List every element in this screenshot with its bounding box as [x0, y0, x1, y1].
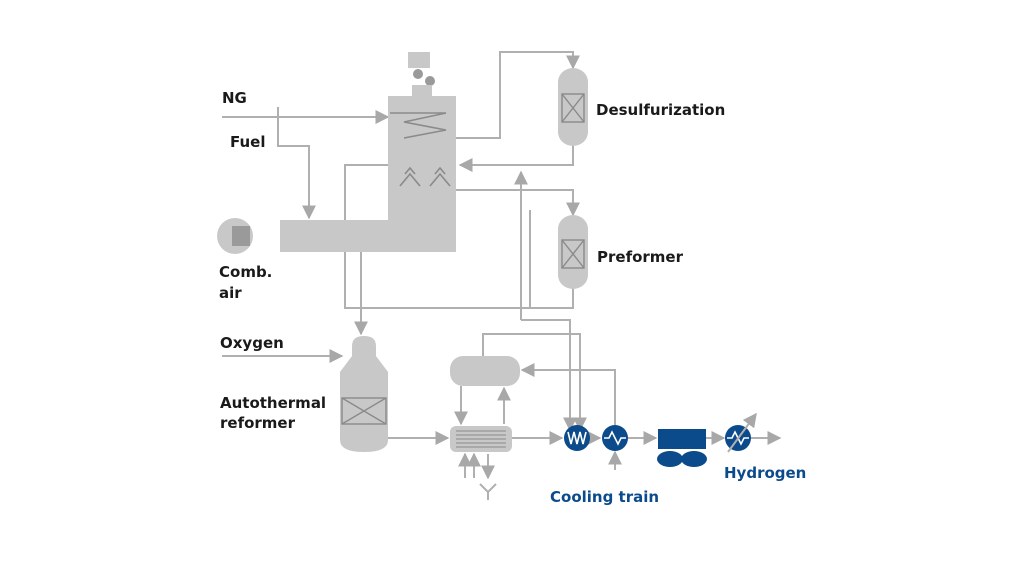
steam-branch-line	[521, 319, 577, 432]
cooler-1-coil-icon	[567, 431, 587, 445]
desulf-bed	[561, 93, 585, 123]
upper-coil	[390, 112, 447, 139]
labels: NG Fuel Comb. air Oxygen Autothermal ref…	[219, 89, 806, 506]
preformer-bed	[561, 239, 585, 269]
label-comb-air-2: air	[219, 284, 242, 302]
preformer-body	[558, 215, 588, 289]
psa-blower-left	[657, 451, 683, 467]
bfw-return-line	[520, 363, 616, 425]
desulf-bed-cross	[561, 93, 585, 123]
waste-heat-boiler	[450, 426, 512, 452]
cooler-2-coil-icon	[604, 430, 626, 446]
preformer-return-line	[529, 210, 574, 309]
hx-vent-y	[479, 483, 497, 500]
heater-to-preformer-line	[456, 189, 580, 217]
desulfurization-vessel	[558, 68, 588, 146]
lower-coil-2	[404, 166, 446, 175]
steam-drum	[450, 356, 520, 386]
drum-top-line	[482, 333, 587, 432]
label-fuel: Fuel	[230, 133, 266, 151]
psa-unit	[657, 429, 707, 467]
label-atr-2: reformer	[220, 414, 296, 432]
stack-top	[408, 52, 430, 68]
stack-fan-2	[425, 76, 435, 86]
cooling-train	[564, 425, 628, 451]
fired-heater	[217, 52, 456, 254]
label-hydrogen: Hydrogen	[724, 464, 806, 482]
cooler-3-diagonal-arrow	[727, 412, 757, 453]
autothermal-reformer	[340, 336, 388, 452]
psa-blower-right	[681, 451, 707, 467]
label-comb-air-1: Comb.	[219, 263, 272, 281]
label-cooling-train: Cooling train	[550, 488, 659, 506]
fuel-line	[277, 117, 316, 220]
process-lines	[222, 51, 782, 500]
atr-bed	[341, 397, 387, 425]
preformer-vessel	[558, 215, 588, 289]
lower-coil	[399, 172, 451, 187]
atr-bed-cross	[341, 397, 387, 425]
cooler-1	[564, 425, 590, 451]
burner-duct	[232, 226, 250, 246]
atr-body	[340, 336, 388, 452]
heater-to-desulf-line	[456, 51, 580, 139]
label-oxygen: Oxygen	[220, 334, 284, 352]
boiler-tubes	[456, 430, 506, 448]
label-preformer: Preformer	[597, 248, 684, 266]
preformer-bed-cross	[561, 239, 585, 269]
stack-fan-1	[413, 69, 423, 79]
stack-neck	[412, 85, 432, 96]
final-cooler	[725, 412, 757, 453]
heater-body	[280, 96, 456, 252]
label-atr-1: Autothermal	[220, 394, 326, 412]
desulf-to-heater-line	[458, 145, 574, 172]
psa-vessel	[658, 429, 706, 449]
label-ng: NG	[222, 89, 247, 107]
label-desulfurization: Desulfurization	[596, 101, 725, 119]
